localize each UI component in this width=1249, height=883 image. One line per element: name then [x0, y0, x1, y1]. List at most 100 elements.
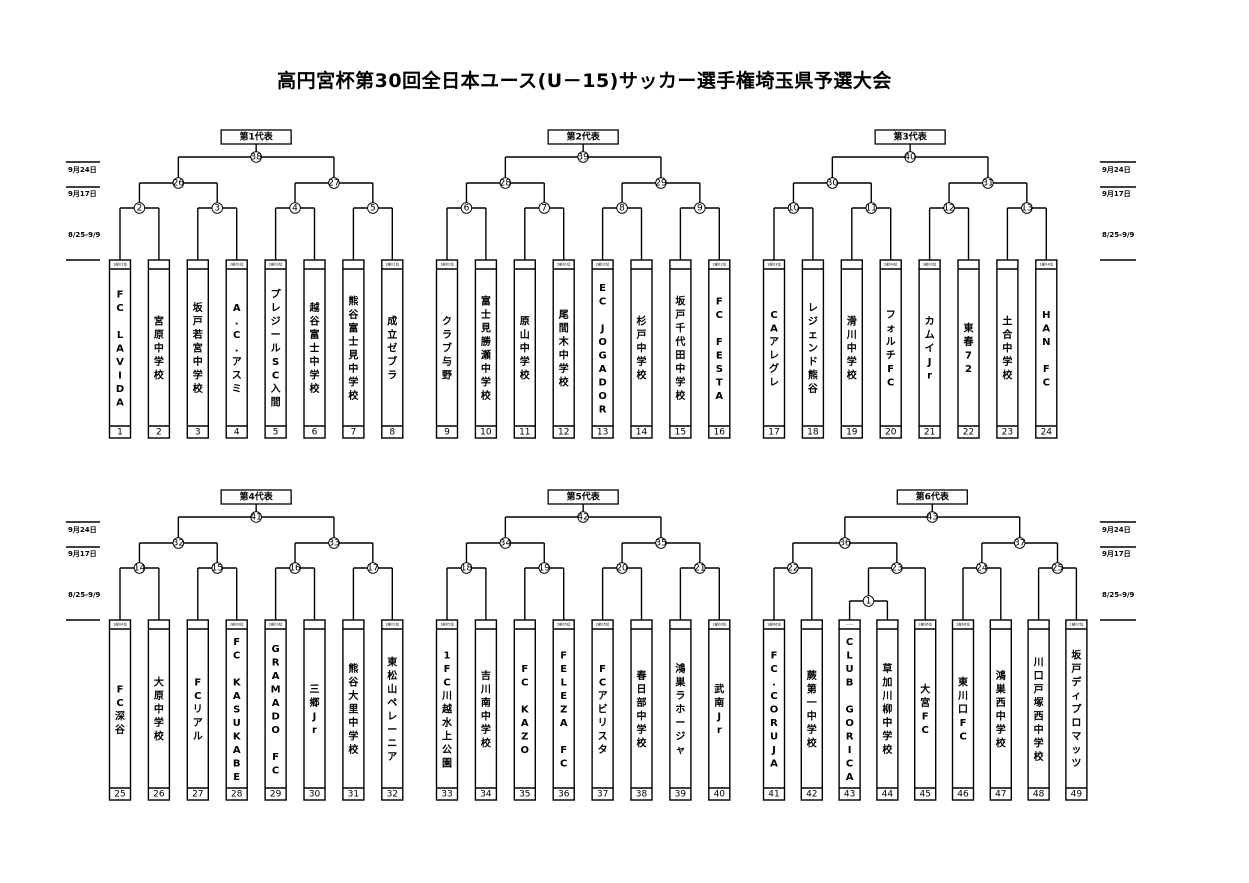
team-box: [879, 259, 902, 439]
match-number: 41: [250, 512, 261, 522]
team-box: [186, 259, 210, 439]
team-number: 36: [558, 790, 570, 800]
team-box: [914, 619, 937, 801]
team-box: [342, 619, 365, 801]
team-number: 26: [153, 790, 165, 800]
team-number: 15: [675, 428, 686, 438]
match-number: 37: [1014, 538, 1025, 548]
team-slot: 3部03位: [923, 262, 937, 267]
match-circle: [976, 562, 988, 574]
date-label-early: 8/25-9/9: [1102, 231, 1135, 239]
representative-box: [547, 129, 619, 145]
team-slot: 1部06位: [767, 622, 781, 627]
match-number: 14: [134, 563, 146, 573]
match-number: 19: [539, 563, 551, 573]
match-number: 7: [541, 203, 547, 213]
team-box: [108, 259, 132, 439]
match-circle: [787, 562, 799, 574]
team-number: 41: [768, 790, 779, 800]
team-number: 48: [1033, 790, 1045, 800]
match-circle: [839, 537, 851, 549]
team-box: [474, 259, 498, 439]
team-box: [342, 259, 365, 439]
team-name: レジェンド熊谷: [808, 303, 819, 395]
match-circle: [694, 562, 706, 574]
team-slot: 1部05位: [440, 622, 454, 627]
team-number: 10: [480, 428, 492, 438]
team-name: 鴻巣西中学校: [995, 669, 1007, 750]
match-number: 21: [694, 563, 705, 573]
team-box: [474, 619, 498, 801]
match-circle: [538, 202, 551, 214]
match-circle: [460, 202, 473, 214]
team-slot: 1部04位: [113, 622, 127, 627]
match-circle: [289, 562, 301, 574]
team-slot: 2部06位: [956, 622, 970, 627]
team-number: 21: [924, 428, 935, 438]
team-slot: 2部01位: [712, 262, 726, 267]
team-box: [801, 259, 825, 439]
match-number: 38: [250, 152, 262, 162]
representative-box: [220, 489, 292, 505]
match-number: 1: [866, 596, 872, 606]
date-label-semi: 9月17日: [1102, 550, 1131, 558]
match-circle: [538, 562, 551, 574]
representative-box: [874, 129, 946, 145]
team-number: 49: [1071, 790, 1083, 800]
team-number: 32: [387, 790, 398, 800]
team-box: [264, 259, 287, 439]
team-name: 蕨第一中学校: [807, 669, 818, 750]
team-number: 33: [441, 790, 452, 800]
representative-label: 第5代表: [567, 490, 601, 502]
team-box: [381, 259, 404, 439]
date-label-semi: 9月17日: [68, 550, 97, 558]
team-number: 7: [351, 428, 357, 438]
date-label-semi: 9月17日: [68, 190, 97, 198]
team-number: 47: [995, 790, 1006, 800]
team-box: [591, 259, 614, 439]
representative-label: 第4代表: [240, 490, 274, 502]
match-circle: [211, 562, 223, 574]
team-name: 坂戸若宮中学校: [192, 301, 204, 395]
date-label-early: 8/25-9/9: [1102, 591, 1135, 599]
match-number: 10: [788, 203, 800, 213]
team-slot: 2部05位: [596, 622, 610, 627]
team-number: 34: [480, 790, 492, 800]
match-circle: [655, 177, 667, 189]
team-box: [708, 619, 731, 801]
team-slot: 2部03位: [230, 622, 244, 627]
team-box: [303, 259, 326, 439]
date-label-final: 9月24日: [68, 526, 97, 534]
team-number: 16: [714, 428, 726, 438]
match-number: 29: [655, 178, 667, 188]
team-name: 坂戸千代田中学校: [674, 294, 686, 402]
team-box: [996, 259, 1019, 439]
team-box: [669, 259, 692, 439]
team-box: [147, 619, 171, 801]
match-circle: [328, 537, 340, 549]
team-number: 37: [597, 790, 608, 800]
representative-box: [896, 489, 968, 505]
team-name: A.C.アスミ: [232, 303, 242, 395]
match-number: 9: [697, 203, 703, 213]
team-number: 28: [231, 790, 243, 800]
match-circle: [1051, 562, 1064, 574]
team-name: 富士見勝瀬中学校: [480, 294, 492, 402]
team-box: [264, 619, 287, 801]
